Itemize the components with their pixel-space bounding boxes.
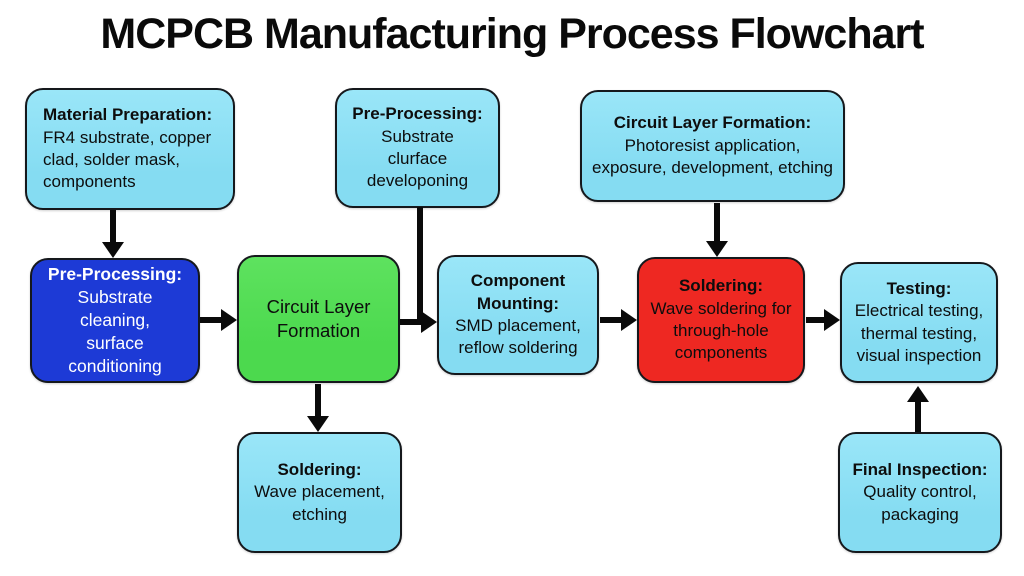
node-title: Final Inspection: — [852, 459, 988, 479]
node-title: Testing: — [886, 278, 952, 298]
node-title: Soldering: — [678, 276, 764, 296]
node-body: Circuit Layer Formation — [266, 295, 371, 341]
page-title: MCPCB Manufacturing Process Flowchart — [100, 10, 924, 58]
arrowhead-right-icon — [221, 309, 237, 331]
node-body: Wave placement, etching — [254, 482, 385, 524]
arrowhead-right-icon — [421, 311, 437, 333]
node-title: Material Preparation: — [43, 105, 213, 125]
node-title: Soldering: — [277, 459, 362, 479]
node-pre-processing-main: Pre-Processing: Substrate cleaning, surf… — [30, 258, 200, 383]
node-material-preparation: Material Preparation: FR4 substrate, cop… — [25, 88, 235, 210]
arrowhead-down-icon — [102, 242, 124, 258]
arrowhead-right-icon — [621, 309, 637, 331]
node-soldering-main: Soldering: Wave soldering for through-ho… — [637, 257, 805, 383]
arrowhead-right-icon — [824, 309, 840, 331]
node-title: Pre-Processing: — [47, 263, 183, 284]
node-body: Wave soldering for through-hole componen… — [650, 298, 792, 363]
arrowhead-down-icon — [706, 241, 728, 257]
node-body: FR4 substrate, copper clad, solder mask,… — [43, 127, 212, 192]
node-testing: Testing: Electrical testing, thermal tes… — [840, 262, 998, 383]
node-body: Photoresist application, exposure, devel… — [592, 135, 833, 178]
node-body: Quality control, packaging — [863, 482, 977, 524]
arrowhead-down-icon — [307, 416, 329, 432]
node-title: Circuit Layer Formation: — [613, 113, 812, 133]
node-circuit-layer-formation-main: Circuit Layer Formation — [237, 255, 400, 383]
node-pre-processing-top: Pre-Processing: Substrate clurface devel… — [335, 88, 500, 208]
node-final-inspection: Final Inspection: Quality control, packa… — [838, 432, 1002, 553]
node-component-mounting: Component Mounting: SMD placement, reflo… — [437, 255, 599, 375]
node-body: Substrate cleaning, surface conditioning — [68, 286, 162, 377]
node-circuit-layer-formation-top: Circuit Layer Formation: Photoresist app… — [580, 90, 845, 202]
arrowhead-up-icon — [907, 386, 929, 402]
node-title: Pre-Processing: — [352, 104, 483, 124]
node-soldering-bottom: Soldering: Wave placement, etching — [237, 432, 402, 553]
node-body: Electrical testing, thermal testing, vis… — [854, 301, 984, 365]
node-body: SMD placement, reflow soldering — [455, 316, 581, 358]
node-title: Component Mounting: — [470, 271, 566, 313]
node-body: Substrate clurface developoning — [366, 126, 469, 191]
